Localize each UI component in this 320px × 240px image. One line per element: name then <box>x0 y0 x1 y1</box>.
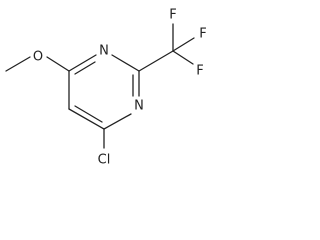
structure-canvas: O N N Cl F F F <box>5 7 207 168</box>
bond-n1-c6 <box>103 113 132 130</box>
atom-labels: O N N Cl F F F <box>33 8 207 168</box>
atom-oxygen: O <box>33 50 43 65</box>
atom-fluorine-bottom: F <box>199 27 206 42</box>
atom-nitrogen-bottom: N <box>134 99 144 114</box>
bond-c4-n3-inner <box>74 61 96 75</box>
bond-c4-n3 <box>68 54 97 72</box>
bond-c2-cf3-carbon <box>138 50 174 72</box>
bond-c6-c5-inner <box>74 105 103 123</box>
atom-fluorine-right: F <box>196 64 203 79</box>
bond-cf3-fluorine-right <box>172 50 194 65</box>
bond-n3-c2 <box>111 54 140 72</box>
atom-nitrogen-top: N <box>99 44 109 59</box>
bonds <box>5 23 195 149</box>
atom-chlorine: Cl <box>98 153 111 168</box>
pyrimidine-structure: O N N Cl F F F <box>5 8 207 168</box>
bond-cf3-fluorine-bottom <box>172 37 195 52</box>
bond-oxygen-c4 <box>46 56 70 72</box>
atom-fluorine-top: F <box>169 8 176 23</box>
bond-c6-c5 <box>68 108 105 130</box>
bond-methyl-oxygen <box>5 56 31 72</box>
